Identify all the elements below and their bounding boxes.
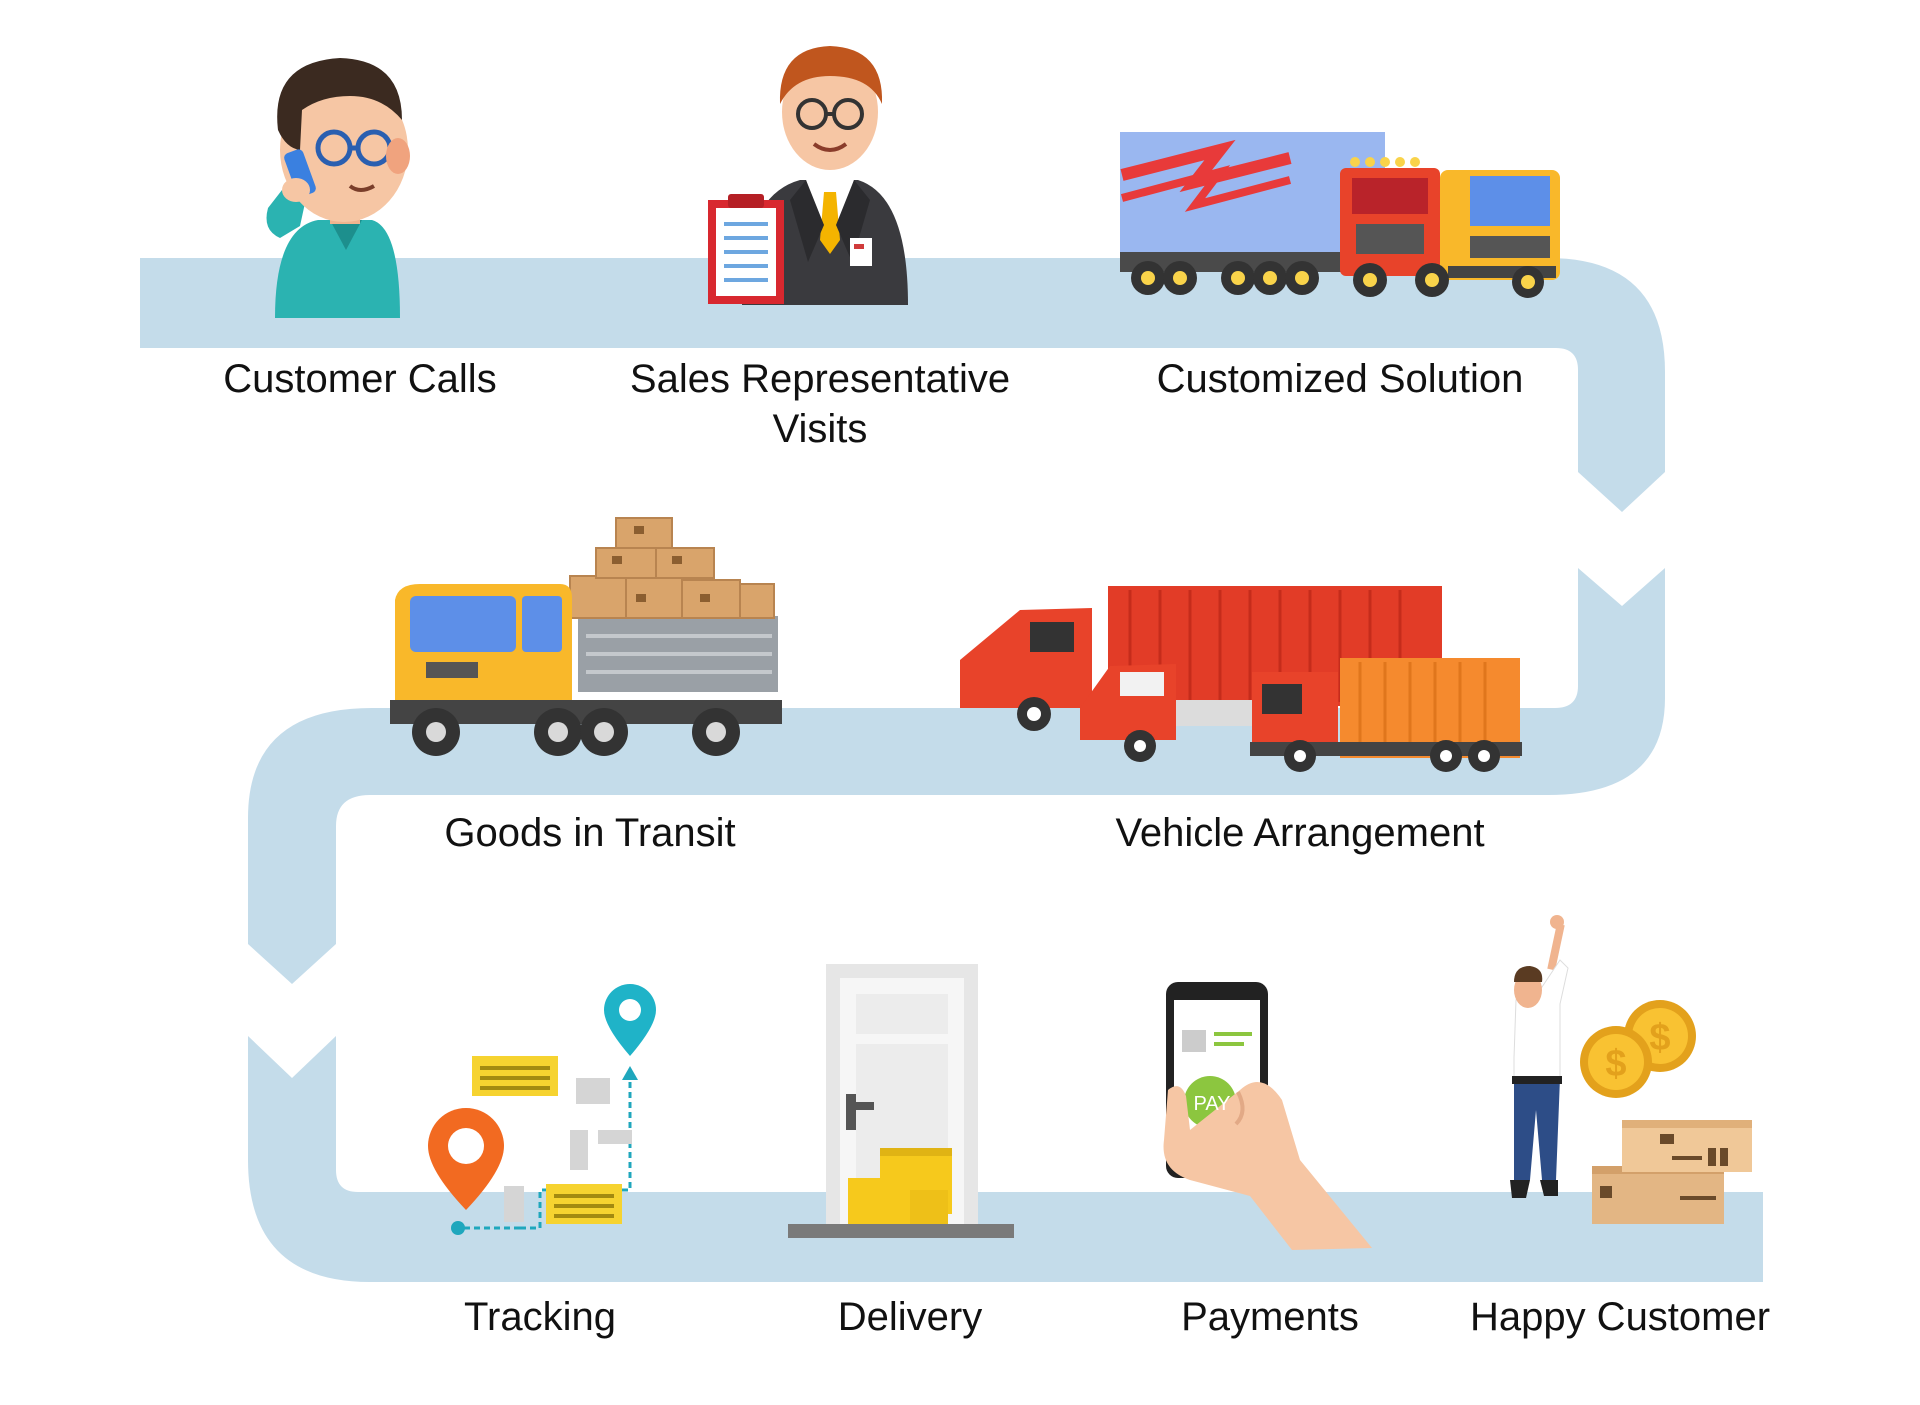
step-label-payments: Payments xyxy=(1181,1295,1359,1339)
step-label-delivery: Delivery xyxy=(837,1295,983,1339)
container-trucks-icon xyxy=(960,586,1522,772)
step-label-tracking: Tracking xyxy=(464,1295,616,1339)
flow-path xyxy=(140,258,1763,1282)
step-label-line-2: Visits xyxy=(772,407,868,451)
pay-button-text: PAY xyxy=(1193,1093,1230,1115)
dollar-sign-front: $ xyxy=(1605,1043,1626,1085)
flow-path-upper xyxy=(140,258,1665,984)
person-phone-icon xyxy=(266,58,410,318)
happy-customer-icon xyxy=(1510,915,1752,1224)
step-label-goods-in-transit: Goods in Transit xyxy=(444,811,736,855)
door-packages-icon xyxy=(788,964,1014,1238)
phone-payment-icon xyxy=(1163,982,1372,1250)
step-label-happy-customer: Happy Customer xyxy=(1469,1295,1771,1339)
step-label-customized-solution: Customized Solution xyxy=(1156,357,1524,401)
map-route-icon xyxy=(428,984,656,1235)
step-label-customer-calls: Customer Calls xyxy=(223,357,497,401)
step-label-vehicle-arrangement: Vehicle Arrangement xyxy=(1115,811,1485,855)
sales-rep-icon xyxy=(708,46,908,305)
dollar-sign-back: $ xyxy=(1649,1017,1670,1059)
trucks-fleet-icon xyxy=(1120,132,1560,298)
flow-path-lower xyxy=(248,1036,1763,1282)
step-label-line-1: Sales Representative xyxy=(629,357,1011,401)
step-label-sales-representative-visits: Sales Representative Visits xyxy=(600,354,1040,454)
cargo-truck-icon xyxy=(390,517,782,756)
